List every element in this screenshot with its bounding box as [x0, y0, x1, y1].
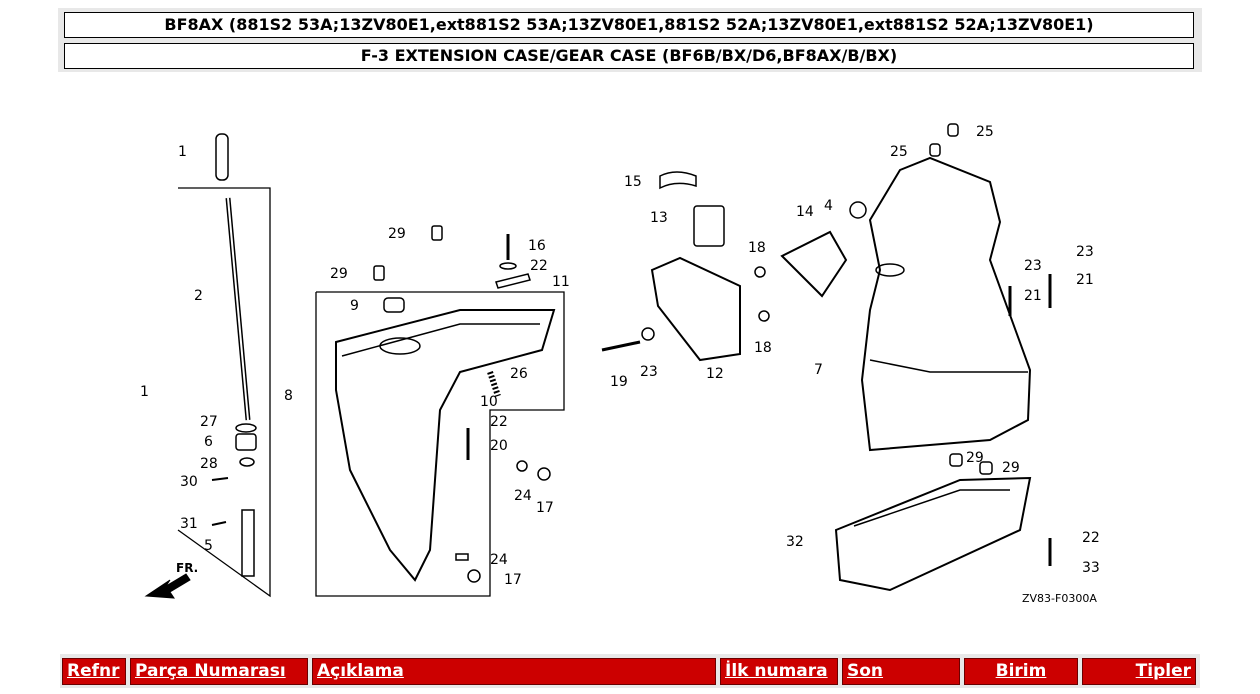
callout-21b: 21	[1024, 288, 1042, 304]
callout-4: 4	[824, 198, 833, 214]
callout-15: 15	[624, 174, 642, 190]
callout-28: 28	[200, 456, 218, 472]
callout-7: 7	[814, 362, 823, 378]
table-header-row: Refnr Parça Numarası Açıklama İlk numara…	[60, 654, 1200, 688]
callout-5: 5	[204, 538, 213, 554]
col-unit[interactable]: Birim	[964, 658, 1078, 685]
gear-case-group	[315, 225, 565, 597]
callout-1: 1	[140, 384, 149, 400]
callout-23c: 23	[1024, 258, 1042, 274]
callout-18a: 18	[748, 240, 766, 256]
callout-18b: 18	[754, 340, 772, 356]
callout-31: 31	[180, 516, 198, 532]
callout-23b: 23	[1076, 244, 1094, 260]
col-first-number[interactable]: İlk numara	[720, 658, 838, 685]
callout-29a: 29	[388, 226, 406, 242]
parts-diagram: FR.	[140, 123, 1100, 605]
callout-14: 14	[796, 204, 814, 220]
col-refnr[interactable]: Refnr	[62, 658, 126, 685]
col-last[interactable]: Son	[842, 658, 960, 685]
callout-13: 13	[650, 210, 668, 226]
callout-25b: 25	[890, 144, 908, 160]
extension-case-group: ZV83-F0300A	[834, 123, 1097, 605]
callout-25a: 25	[976, 124, 994, 140]
callout-24a: 24	[514, 488, 532, 504]
callout-20: 20	[490, 438, 508, 454]
callout-11: 11	[552, 274, 570, 290]
col-part-number[interactable]: Parça Numarası	[130, 658, 308, 685]
callout-29d: 29	[1002, 460, 1020, 476]
diagram-code: ZV83-F0300A	[1022, 592, 1097, 605]
callout-10: 10	[480, 394, 498, 410]
col-description[interactable]: Açıklama	[312, 658, 716, 685]
callout-33: 33	[1082, 560, 1100, 576]
callout-22b: 22	[490, 414, 508, 430]
callout-29c: 29	[966, 450, 984, 466]
callout-22c: 22	[1082, 530, 1100, 546]
direction-label: FR.	[176, 561, 198, 575]
callout-23a: 23	[640, 364, 658, 380]
callout-17a: 17	[536, 500, 554, 516]
callout-8: 8	[284, 388, 293, 404]
callout-21a: 21	[1076, 272, 1094, 288]
callout-19: 19	[610, 374, 628, 390]
callout-24b: 24	[490, 552, 508, 568]
callout-29b: 29	[330, 266, 348, 282]
callout-30: 30	[180, 474, 198, 490]
extension-parts-group	[601, 171, 867, 362]
callout-17b: 17	[504, 572, 522, 588]
callout-16: 16	[528, 238, 546, 254]
callout-12: 12	[706, 366, 724, 382]
shift-rod-group: FR.	[144, 133, 271, 599]
callout-27: 27	[200, 414, 218, 430]
callout-2: 2	[194, 288, 203, 304]
callout-26: 26	[510, 366, 528, 382]
callout-labels: 1 2 1 27 6 28 30 31 5 8 9 29 29 16 22 11…	[140, 124, 1100, 588]
section-title: F-3 EXTENSION CASE/GEAR CASE (BF6B/BX/D6…	[64, 43, 1194, 69]
header-panel: BF8AX (881S2 53A;13ZV80E1,ext881S2 53A;1…	[58, 8, 1202, 72]
callout-32: 32	[786, 534, 804, 550]
callout-3: 1	[178, 144, 187, 160]
callout-9: 9	[350, 298, 359, 314]
callout-22a: 22	[530, 258, 548, 274]
col-types[interactable]: Tipler	[1082, 658, 1196, 685]
model-title: BF8AX (881S2 53A;13ZV80E1,ext881S2 53A;1…	[64, 12, 1194, 38]
callout-6: 6	[204, 434, 213, 450]
